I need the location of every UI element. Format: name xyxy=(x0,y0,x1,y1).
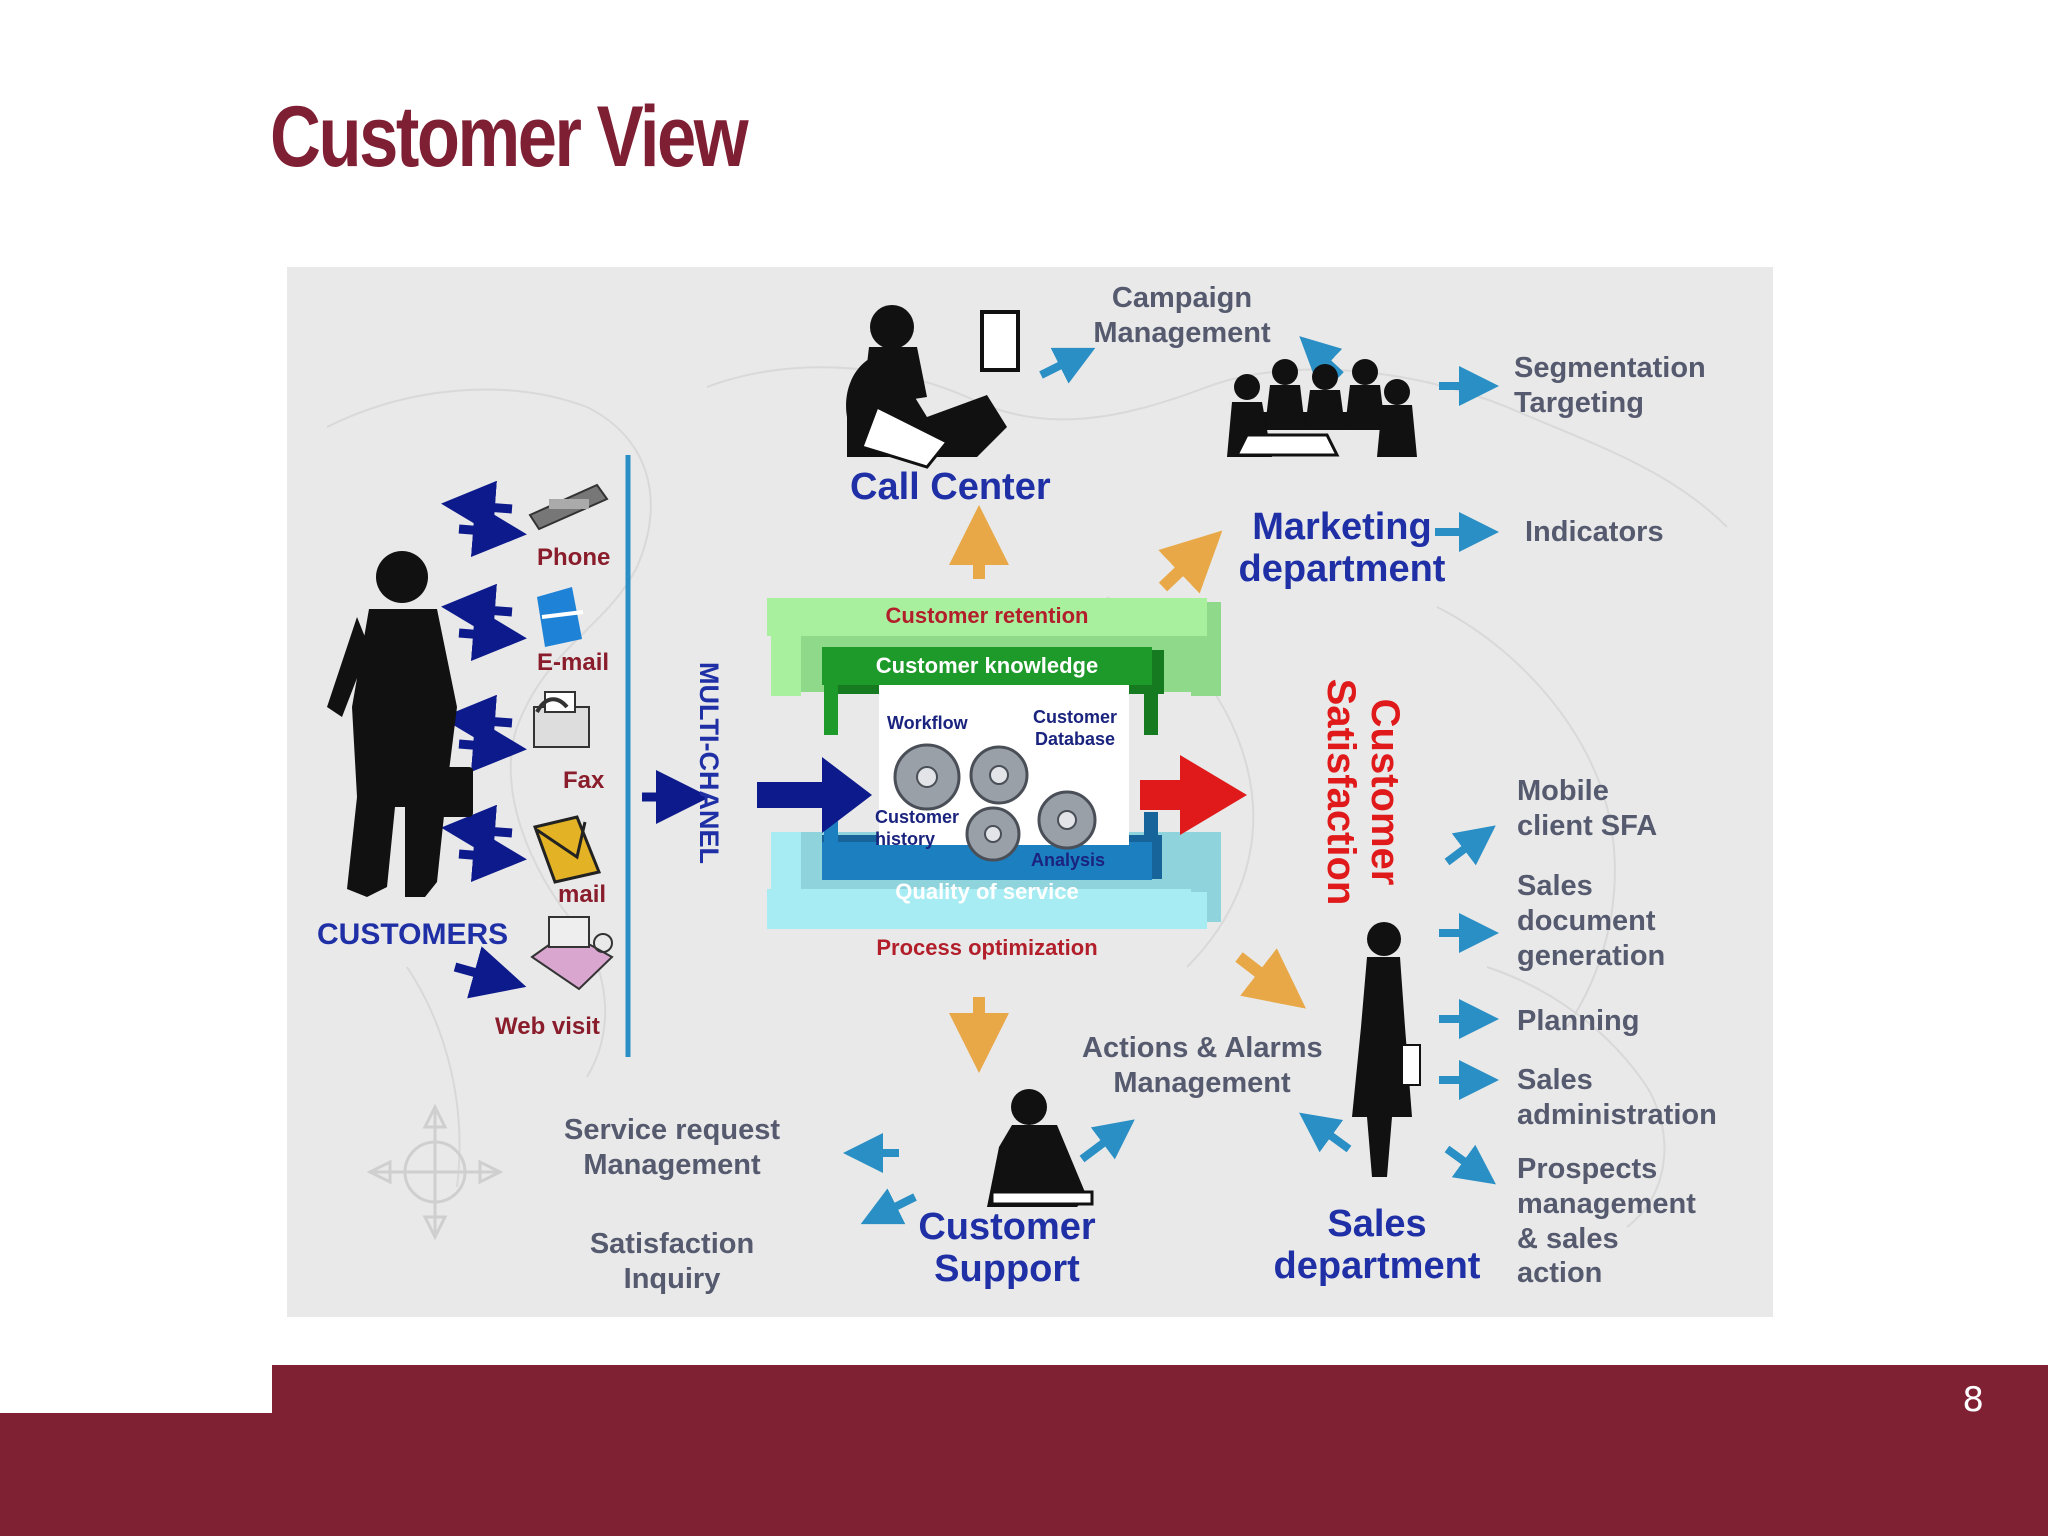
customer-retention-label: Customer retention xyxy=(885,603,1089,628)
call-center-label: Call Center xyxy=(850,466,1051,508)
input-arrow xyxy=(757,757,872,833)
customer-knowledge-label: Customer knowledge xyxy=(875,653,1099,678)
page-number: 8 xyxy=(1962,1380,1984,1420)
phone-icon xyxy=(528,483,609,531)
customers-label: CUSTOMERS xyxy=(317,918,509,951)
slide-title: Customer View xyxy=(270,89,749,185)
orange-arrows xyxy=(949,505,1307,1073)
web-visit-icon xyxy=(530,916,614,991)
process-optimization-label: Process optimization xyxy=(876,935,1098,960)
web-visit-label: Web visit xyxy=(495,1013,600,1040)
satisfaction-arrow xyxy=(1140,755,1247,835)
diagram-graphics xyxy=(326,305,1728,1241)
footer-band xyxy=(0,1413,2048,1536)
email-label: E-mail xyxy=(537,649,610,676)
analysis-label: Analysis xyxy=(1031,850,1106,870)
customer-support-silhouette xyxy=(987,1089,1094,1207)
compass-rose-icon xyxy=(366,1103,504,1241)
phone-label: Phone xyxy=(537,544,611,571)
indicators-label: Indicators xyxy=(1525,516,1664,548)
sales-woman-silhouette xyxy=(1352,922,1421,1177)
email-icon xyxy=(537,587,584,647)
customer-view-diagram: Phone E-mail Fax mail Web visit CUSTOMER… xyxy=(287,267,1773,1317)
channel-arrows xyxy=(441,480,710,999)
quality-of-service-label: Quality of service xyxy=(895,879,1079,904)
workflow-label: Workflow xyxy=(887,713,968,733)
call-center-silhouette xyxy=(846,305,1020,469)
planning-label: Planning xyxy=(1517,1005,1640,1037)
mail-label: mail xyxy=(558,881,607,908)
multichannel-label: MULTI-CHANEL xyxy=(694,662,724,864)
fax-label: Fax xyxy=(563,767,605,794)
fax-icon xyxy=(533,691,590,748)
footer-tab xyxy=(272,1365,2048,1415)
mail-icon xyxy=(533,815,602,884)
marketing-meeting-silhouette xyxy=(1227,359,1417,457)
teal-arrows xyxy=(843,336,1499,1225)
gear-hubs xyxy=(916,765,1077,843)
customer-silhouette xyxy=(327,551,473,897)
